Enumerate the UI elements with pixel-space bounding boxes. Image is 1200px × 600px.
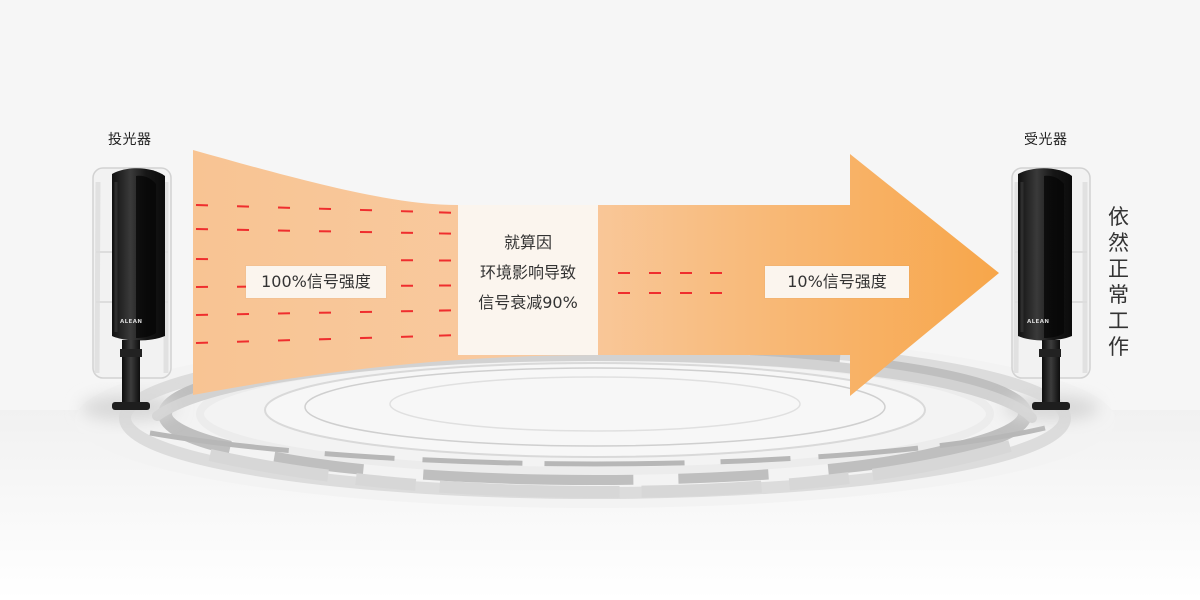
attenuation-line-3: 信号衰减90%: [478, 293, 578, 312]
receiver-brand: ALEAN: [1027, 319, 1049, 325]
right-strength-label: 10%信号强度: [765, 266, 909, 298]
emitter-brand: ALEAN: [120, 319, 142, 325]
receiver-device: ALEAN: [1003, 167, 1099, 421]
attenuation-line-2: 环境影响导致: [479, 263, 576, 282]
receiver-label: 受光器: [1024, 132, 1068, 148]
status-text: 依然正常工作: [1108, 205, 1129, 359]
attenuation-line-1: 就算因: [503, 233, 552, 252]
left-strength-label: 100%信号强度: [246, 266, 386, 298]
right-dash-lines: [618, 272, 722, 294]
emitter-label: 投光器: [108, 132, 152, 148]
middle-white-panel: [458, 205, 598, 355]
attenuation-note: 就算因 环境影响导致 信号衰减90%: [458, 228, 598, 318]
emitter-device: ALEAN: [81, 167, 177, 421]
